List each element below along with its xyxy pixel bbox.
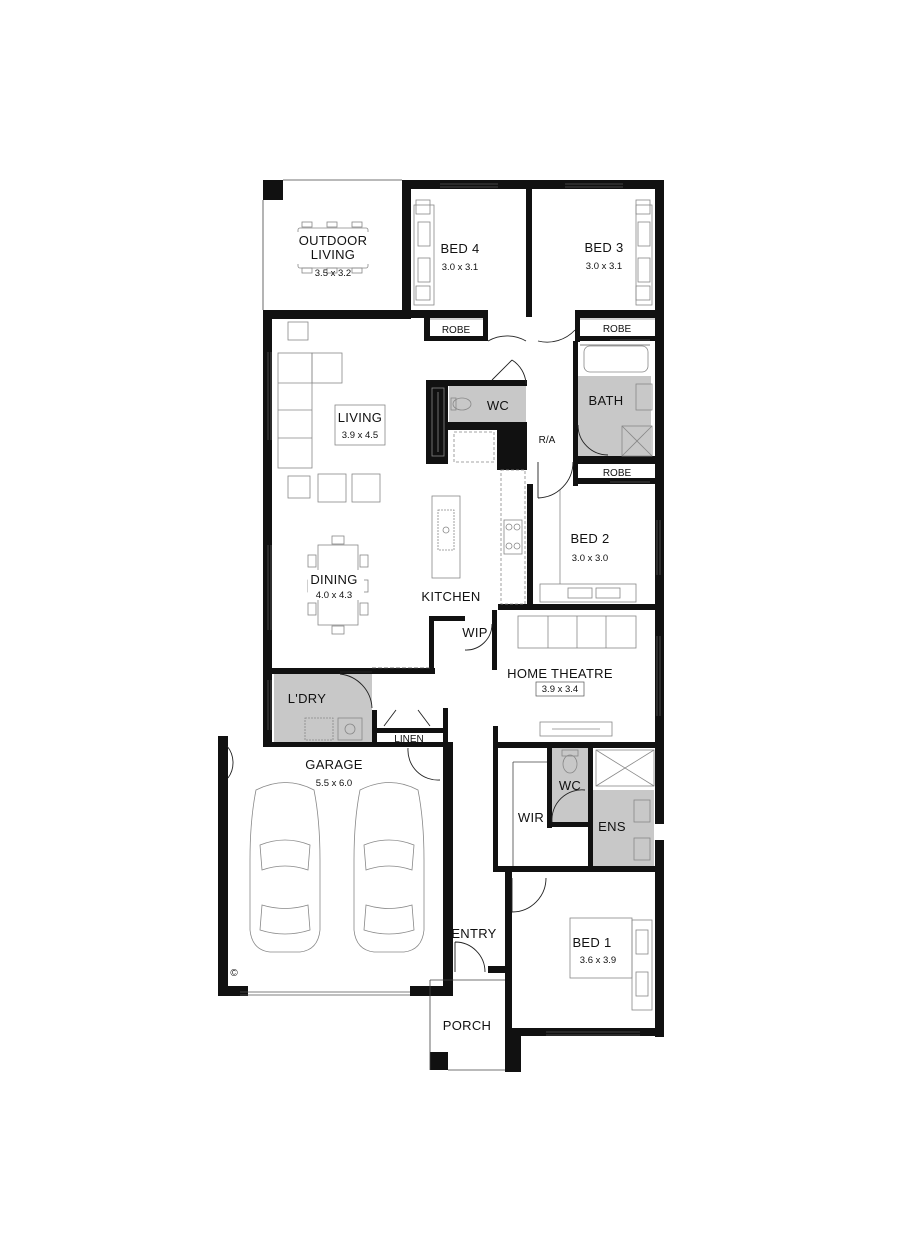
bed2-label: BED 2 [570,531,609,546]
outdoor-living-label-1: OUTDOOR [299,233,368,248]
living-label: LIVING [338,410,382,425]
outdoor-living-dims: 3.5 x 3.2 [315,268,351,279]
dining-label: DINING [310,572,357,587]
bed3-dims: 3.0 x 3.1 [586,261,622,272]
living-dims: 3.9 x 4.5 [342,430,378,441]
wet-areas [274,376,654,868]
wip-label: WIP [462,625,487,640]
laundry-label: L'DRY [288,691,326,706]
linen-label: LINEN [394,734,423,745]
room-labels: OUTDOOR LIVING 3.5 x 3.2 BED 4 3.0 x 3.1… [230,232,631,1033]
bed4-dims: 3.0 x 3.1 [442,262,478,273]
dining-dims: 4.0 x 4.3 [316,590,352,601]
outlines [262,179,547,1071]
home-theatre-dims: 3.9 x 3.4 [542,684,578,695]
furniture [249,199,655,1011]
walls [218,180,664,1072]
robe-bed3-label: ROBE [603,324,632,335]
bed1-label: BED 1 [572,935,611,950]
home-theatre-label: HOME THEATRE [507,666,613,681]
copyright-mark: © [230,968,238,979]
bed2-dims: 3.0 x 3.0 [572,553,608,564]
doors [226,329,609,973]
bed4-label: BED 4 [440,241,479,256]
robe-bed4-label: ROBE [442,325,471,336]
ra-label: R/A [539,435,556,446]
ens-label: ENS [598,819,626,834]
robe-bed2-label: ROBE [603,468,632,479]
bed1-dims: 3.6 x 3.9 [580,955,616,966]
wc-upper-label: WC [487,398,509,413]
wc-ensuite-label: WC [559,778,581,793]
bath-label: BATH [589,393,624,408]
porch-label: PORCH [443,1018,491,1033]
outdoor-living-label-2: LIVING [311,247,355,262]
bed3-label: BED 3 [584,240,623,255]
kitchen-label: KITCHEN [421,589,480,604]
garage-label: GARAGE [305,757,362,772]
garage-dims: 5.5 x 6.0 [316,778,352,789]
wir-label: WIR [518,810,544,825]
windows [240,183,661,1036]
entry-label: ENTRY [451,926,496,941]
